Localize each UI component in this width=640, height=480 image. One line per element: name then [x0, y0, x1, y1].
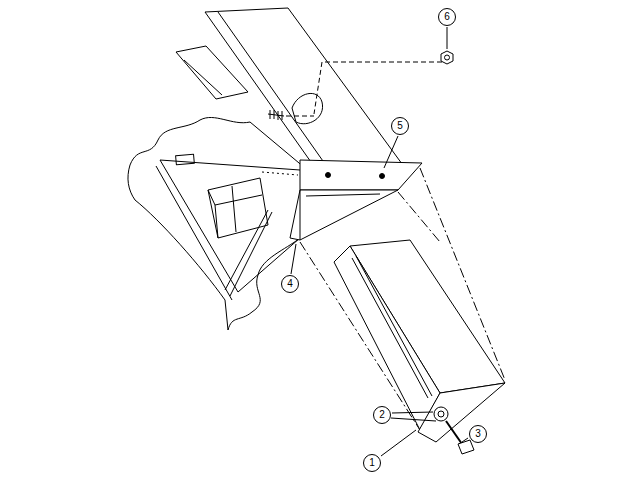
beam-cutout: [292, 93, 323, 123]
panel-slot: [176, 154, 195, 165]
callout-circle: 5: [391, 117, 409, 135]
callout-circle: 2: [373, 406, 391, 424]
panel-lip: [225, 210, 272, 296]
beam-flange: [176, 46, 248, 99]
nut-hole: [445, 55, 450, 60]
callout-number: 4: [287, 279, 293, 289]
callout-number: 1: [369, 458, 375, 468]
bolt: [268, 110, 284, 120]
alignment-line: [286, 62, 442, 116]
callout-number: 2: [379, 410, 385, 420]
bracket-hole: [380, 174, 385, 179]
callout-circle: 3: [469, 425, 487, 443]
panel-outline: [128, 117, 305, 330]
callout-number: 5: [397, 121, 403, 131]
screw-tab: [458, 440, 474, 454]
knob: [434, 407, 448, 421]
screw: [446, 421, 462, 444]
nut: [441, 51, 453, 64]
callout-number: 6: [444, 12, 450, 22]
panel-fold: [160, 160, 300, 292]
cover-groove: [352, 256, 432, 398]
knob-center: [438, 411, 444, 417]
alignment-line: [262, 172, 298, 175]
bracket-hole: [326, 173, 331, 178]
leader-line: [291, 27, 468, 456]
callout-circle: 6: [438, 8, 456, 26]
callout-circle: 4: [281, 275, 299, 293]
bracket-plate: [300, 160, 422, 190]
panel-bracket: [208, 178, 268, 238]
cover-side: [334, 246, 440, 430]
callout-number: 3: [475, 429, 481, 439]
callout-circle: 1: [363, 454, 381, 472]
bracket-gusset: [290, 190, 398, 240]
